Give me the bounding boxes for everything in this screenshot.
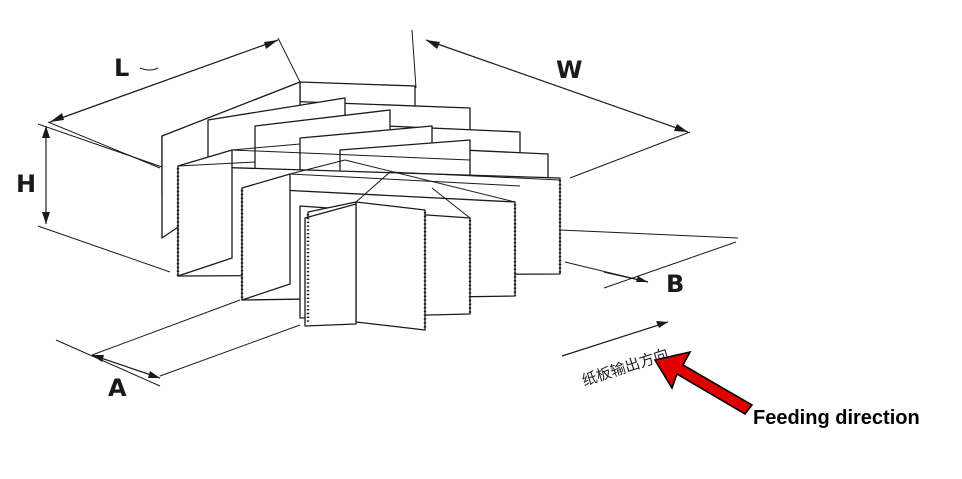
output-direction: 纸板输出方向 (561, 321, 671, 390)
cell-b-dimension: B (559, 229, 739, 298)
height-dimension: H (16, 123, 171, 273)
width-dimension: W (411, 29, 691, 179)
feeding-direction-label: Feeding direction (753, 407, 920, 429)
length-label: L (114, 54, 129, 82)
height-label: H (16, 170, 36, 198)
cell-a-dimension: A (55, 299, 301, 402)
partition-grid (161, 81, 562, 331)
cell-a-label: A (108, 374, 127, 402)
length-dimension: L (47, 37, 301, 169)
output-direction-label: 纸板输出方向 (580, 345, 671, 390)
width-label: W (556, 56, 582, 84)
feeding-callout-arrow (653, 350, 754, 416)
cell-b-label: B (666, 270, 684, 298)
